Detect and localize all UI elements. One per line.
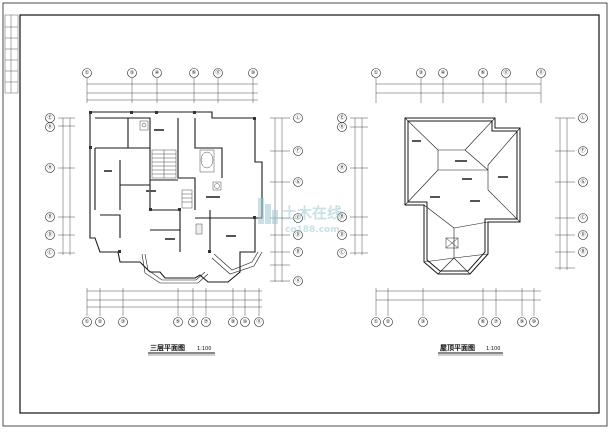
axis-label: ⑪ — [256, 318, 261, 325]
left-axes-left — [45, 113, 55, 258]
watermark-logo-icon — [258, 198, 278, 224]
axis-label: ⑦ — [204, 319, 209, 325]
axis-label: Ⓓ — [580, 231, 585, 238]
axis-label: ② — [386, 319, 391, 325]
axis-label: Ⓔ — [47, 114, 52, 121]
roof-axes-right — [578, 113, 588, 257]
axis-label: ① — [85, 319, 90, 325]
third-floor-plan: ① ③ ④ ⑥ ⑰ ⑩ ① ② ③ ⑤ ⑥ ⑦ ⑨ ⑩ ⑪ Ⓔ Ⓚ Ⓗ Ⓑ Ⓓ … — [45, 68, 303, 356]
plan-scale: 1:100 — [486, 346, 500, 352]
roof-chimney — [445, 237, 459, 249]
axis-label: Ⓛ — [580, 114, 585, 121]
plan-scale: 1:100 — [197, 346, 211, 352]
axis-label: Ⓒ — [295, 214, 300, 221]
roof-plan: ① ③ ④ ⑥ ⑰ ⑪ ① ② ③ ⑥ ⑦ ⑨ ⑩ Ⓔ Ⓚ Ⓗ Ⓑ Ⓓ Ⓒ Ⓛ … — [337, 68, 588, 356]
axis-label: Ⓒ — [580, 214, 585, 221]
axis-label: ① — [374, 319, 379, 325]
roof-left-dimensions — [350, 117, 368, 255]
axis-label: ⑦ — [494, 319, 499, 325]
axis-label: ② — [98, 319, 103, 325]
axis-label: Ⓕ — [580, 147, 585, 154]
left-axes-bottom — [82, 317, 264, 327]
axis-label: Ⓑ — [295, 248, 300, 255]
left-bottom-dimensions — [86, 288, 262, 316]
axis-label: ③ — [421, 319, 425, 325]
watermark-subtext: co188.com — [285, 225, 340, 235]
axis-label: ③ — [130, 70, 134, 76]
axis-label: Ⓕ — [295, 147, 300, 154]
binding-strip — [4, 14, 19, 94]
roof-axes-bottom — [371, 317, 539, 327]
axis-label: ⑩ — [532, 319, 537, 325]
axis-label: ⑩ — [243, 319, 248, 325]
axis-label: ⑨ — [520, 319, 524, 325]
left-balcony — [141, 251, 263, 284]
plan-title: 三层平面图 — [150, 343, 185, 352]
axis-label: Ⓛ — [295, 114, 300, 121]
axis-label: Ⓔ — [339, 114, 344, 121]
axis-label: Ⓑ — [580, 248, 585, 255]
axis-label: ⑨ — [231, 319, 235, 325]
left-axes-top — [82, 68, 258, 78]
axis-label: Ⓗ — [339, 164, 344, 171]
left-axes-right — [293, 113, 303, 286]
left-columns — [89, 111, 256, 253]
axis-label: ⑰ — [215, 69, 220, 76]
axis-label: ⑥ — [481, 70, 486, 76]
axis-label: Ⓖ — [295, 178, 300, 185]
right-side-dimensions — [270, 117, 290, 282]
left-fixtures — [139, 120, 222, 235]
axis-label: ④ — [155, 70, 160, 76]
axis-label: Ⓓ — [295, 231, 300, 238]
axis-label: Ⓚ — [339, 123, 344, 130]
roof-axes-top — [371, 68, 546, 78]
roof-axes-left — [337, 113, 347, 258]
axis-label: ⑰ — [503, 69, 508, 76]
axis-label: ⑤ — [176, 319, 180, 325]
axis-label: Ⓓ — [47, 231, 52, 238]
drawing-frame — [19, 14, 600, 414]
axis-label: Ⓖ — [580, 178, 585, 185]
axis-label: ③ — [419, 70, 423, 76]
left-side-dimensions — [58, 117, 75, 255]
axis-label: ⑩ — [251, 70, 256, 76]
axis-label: ⑪ — [538, 69, 543, 76]
roof-bottom-dimensions — [375, 288, 541, 316]
axis-label: ⑥ — [481, 319, 486, 325]
axis-label: ⑥ — [191, 319, 196, 325]
axis-label: ⑥ — [192, 70, 197, 76]
axis-label: Ⓐ — [295, 277, 300, 284]
axis-label: Ⓑ — [339, 213, 344, 220]
left-room-labels — [104, 129, 236, 240]
axis-label: Ⓑ — [47, 213, 52, 220]
axis-label: ① — [85, 70, 90, 76]
roof-right-dimensions — [555, 117, 575, 270]
watermark-text: 土木在线 — [282, 204, 342, 222]
axis-label: ④ — [441, 70, 446, 76]
roof-top-dimensions — [375, 78, 542, 103]
roof-ridges — [404, 117, 521, 275]
left-top-dimensions — [86, 78, 258, 103]
plan-title: 屋顶平面图 — [440, 343, 475, 352]
axis-label: Ⓚ — [47, 123, 52, 130]
axis-label: ③ — [121, 319, 125, 325]
axis-label: Ⓒ — [47, 249, 52, 256]
left-stairs — [151, 149, 193, 209]
watermark: 土木在线 co188.com — [258, 198, 342, 235]
roof-labels — [412, 140, 508, 202]
axis-label: ① — [374, 70, 379, 76]
axis-label: Ⓒ — [339, 249, 344, 256]
axis-label: Ⓓ — [339, 231, 344, 238]
axis-label: Ⓗ — [47, 164, 52, 171]
